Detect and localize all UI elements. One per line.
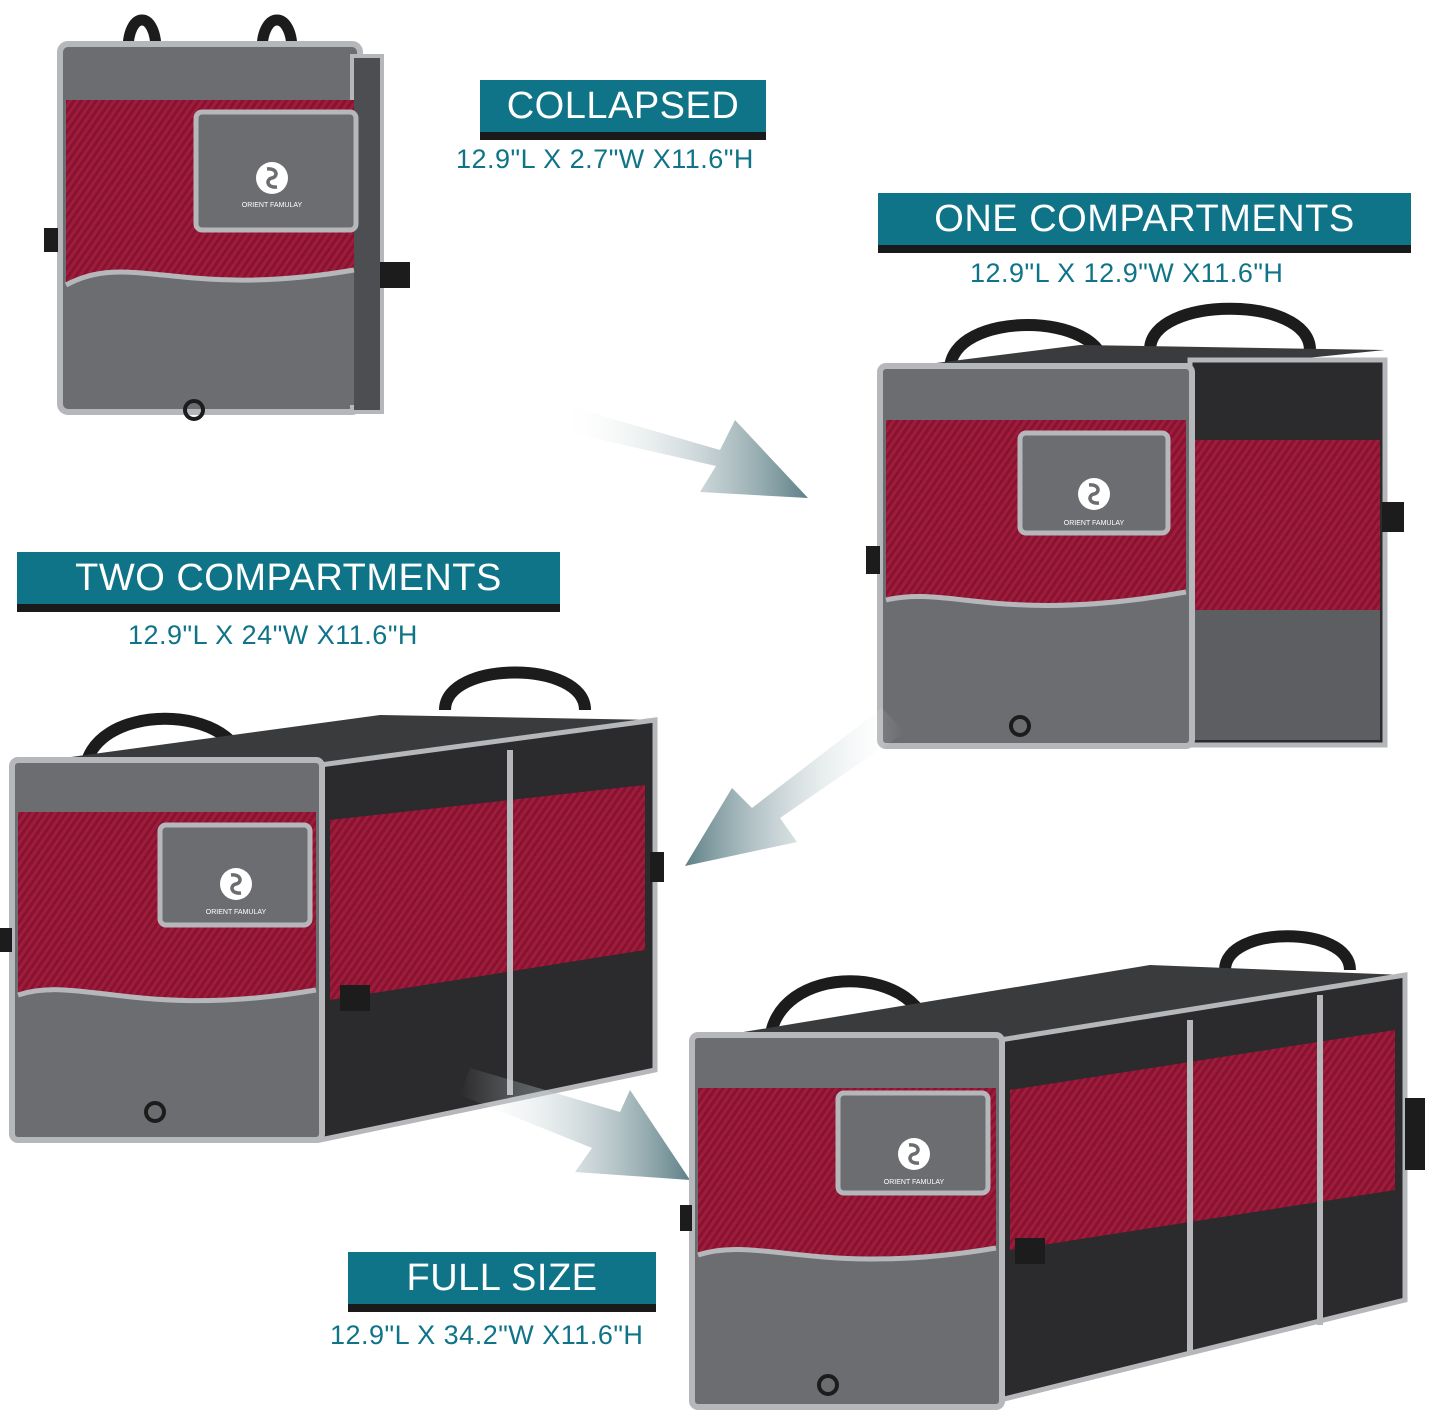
buckle-icon: [1382, 502, 1404, 532]
handle-icon: [1219, 930, 1356, 972]
buckle-icon: [44, 228, 58, 252]
buckle-icon: [866, 546, 880, 574]
arrow-icon: [460, 1068, 690, 1180]
buckle-icon: [380, 262, 410, 288]
handle-icon: [1144, 302, 1316, 351]
full-size-dimensions: 12.9"L X 34.2"W X11.6"H: [330, 1320, 644, 1350]
handle-icon: [439, 666, 591, 711]
handle-icon: [122, 14, 162, 51]
collapsed-organizer: ORIENT FAMULAY: [44, 14, 410, 421]
full-size-underline: [348, 1304, 656, 1312]
buckle-icon: [680, 1205, 692, 1231]
two-compartments-title: TWO COMPARTMENTS: [17, 552, 560, 604]
one-compartments-dimensions: 12.9"L X 12.9"W X11.6"H: [970, 258, 1284, 288]
brand-label: ORIENT FAMULAY: [242, 202, 303, 209]
arrow-icon: [558, 405, 808, 498]
one-compartment-organizer: ORIENT FAMULAY: [866, 302, 1404, 749]
collapsed-underline: [480, 132, 766, 140]
two-compartments-organizer: ORIENT FAMULAY: [0, 666, 664, 1144]
buckle-icon: [650, 852, 664, 882]
two-compartments-underline: [17, 604, 560, 612]
buckle-icon: [340, 985, 370, 1011]
collapsed-title: COLLAPSED: [480, 80, 766, 132]
brand-label: ORIENT FAMULAY: [1064, 520, 1125, 527]
buckle-icon: [1405, 1098, 1425, 1170]
full-size-title: FULL SIZE: [348, 1252, 656, 1304]
two-compartments-dimensions: 12.9"L X 24"W X11.6"H: [128, 620, 418, 650]
full-size-organizer: ORIENT FAMULAY: [680, 930, 1425, 1410]
buckle-icon: [1015, 1238, 1045, 1264]
one-compartments-underline: [878, 245, 1411, 253]
handle-icon: [256, 14, 298, 51]
arrow-icon: [685, 708, 905, 866]
collapsed-dimensions: 12.9"L X 2.7"W X11.6"H: [456, 144, 754, 174]
brand-label: ORIENT FAMULAY: [206, 909, 267, 916]
one-compartments-title: ONE COMPARTMENTS: [878, 193, 1411, 245]
buckle-icon: [0, 928, 12, 952]
brand-label: ORIENT FAMULAY: [884, 1179, 945, 1186]
